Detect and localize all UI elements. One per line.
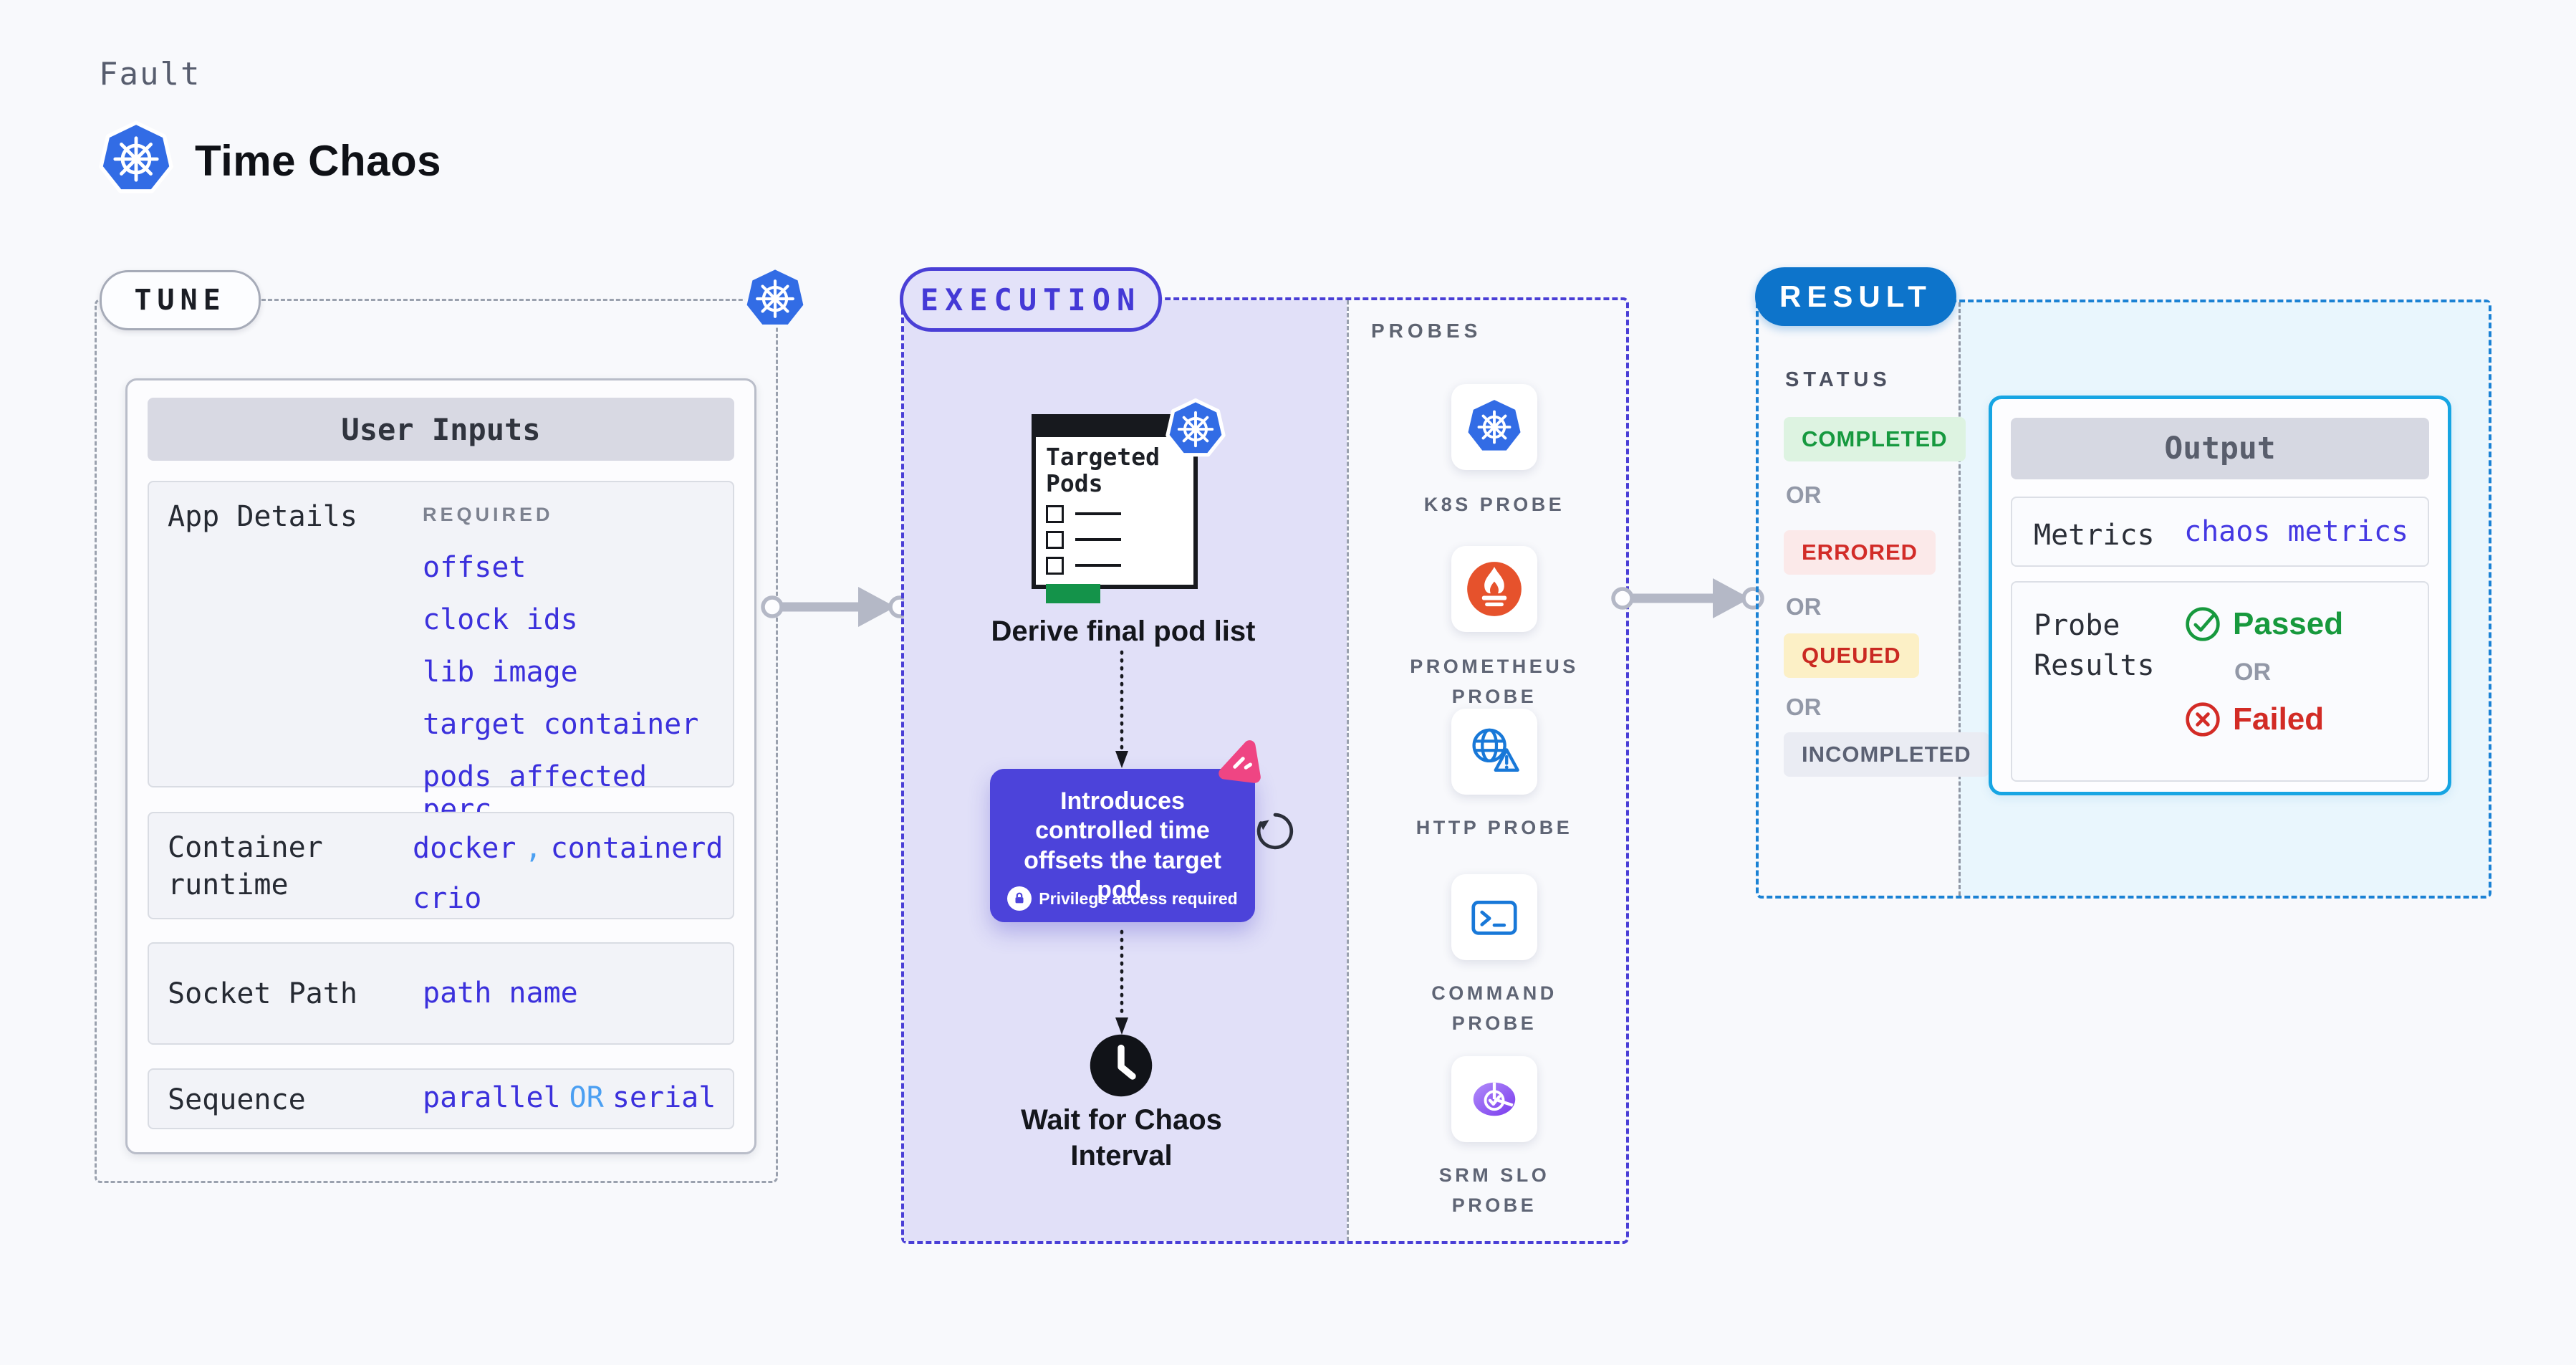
x-circle-icon	[2186, 702, 2220, 737]
litmus-logo-icon	[1219, 740, 1261, 783]
probe-caption-command: COMMAND PROBE	[1431, 982, 1557, 1034]
status-badge-queued: QUEUED	[1784, 633, 1919, 678]
status-badge-errored: ERRORED	[1784, 530, 1936, 575]
link-path-name[interactable]: path name	[423, 977, 578, 1010]
lock-icon	[1007, 886, 1032, 911]
list-line	[1075, 564, 1121, 567]
flow-arrow-tune-to-execution	[761, 587, 911, 627]
app-details-label: App Details	[168, 500, 357, 533]
clock-icon	[1090, 1034, 1153, 1097]
sequence-or: OR	[569, 1081, 604, 1114]
list-line	[1075, 512, 1121, 516]
probe-caption-k8s: K8S PROBE	[1423, 494, 1565, 515]
sequence-row: Sequence parallel OR serial	[148, 1068, 734, 1129]
checkbox-icon	[1046, 504, 1064, 523]
list-line	[1075, 538, 1121, 542]
link-crio[interactable]: crio	[413, 882, 482, 915]
chaos-callout: Introduces controlled time offsets the t…	[990, 769, 1255, 922]
probe-results-label: Probe Results	[2034, 609, 2155, 682]
loop-refresh-icon	[1256, 813, 1294, 850]
checkbox-icon	[1046, 556, 1064, 575]
probe-card-srm-slo	[1451, 1056, 1537, 1142]
page-title: Time Chaos	[195, 137, 441, 185]
metrics-row: Metrics chaos metrics	[2011, 497, 2429, 567]
globe-alert-icon	[1472, 728, 1519, 772]
pod-list-item	[1046, 530, 1183, 549]
user-inputs-header: User Inputs	[148, 398, 734, 461]
link-containerd[interactable]: containerd	[550, 832, 724, 865]
failed-text: Failed	[2233, 701, 2325, 737]
check-circle-icon	[2186, 607, 2220, 641]
passed-text: Passed	[2233, 606, 2344, 641]
result-badge: RESULT	[1755, 267, 1956, 326]
container-runtime-label: Container runtime	[168, 831, 323, 901]
terminal-icon	[1471, 900, 1517, 935]
pod-list-item	[1046, 556, 1183, 575]
sequence-label: Sequence	[168, 1083, 306, 1116]
output-card: Output Metrics chaos metrics Probe Resul…	[1989, 396, 2451, 795]
step-derive-pod-list: Derive final pod list	[991, 616, 1256, 647]
targeted-pods-title: Targeted Pods	[1046, 443, 1160, 497]
checkbox-icon	[1046, 530, 1064, 549]
container-runtime-row: Container runtime docker , containerd cr…	[148, 812, 734, 919]
targeted-pods-window: Targeted Pods	[1032, 414, 1198, 603]
probe-card-k8s	[1451, 384, 1537, 470]
user-inputs-card: User Inputs App Details REQUIRED offset …	[125, 378, 756, 1154]
kubernetes-icon	[743, 266, 807, 328]
slo-pie-check-icon	[1473, 1082, 1516, 1116]
link-serial[interactable]: serial	[612, 1081, 716, 1114]
socket-path-label: Socket Path	[168, 977, 357, 1010]
progress-bar	[1046, 583, 1100, 603]
callout-text: Introduces controlled time offsets the t…	[1024, 787, 1221, 904]
dotted-arrow-down-icon	[1115, 650, 1128, 768]
probe-results-row: Probe Results Passed OR Faile	[2011, 581, 2429, 782]
runtime-separator: ,	[524, 832, 542, 865]
link-chaos-metrics[interactable]: chaos metrics	[2184, 515, 2409, 548]
privilege-note: Privilege access required	[1039, 889, 1238, 908]
output-header: Output	[2011, 418, 2429, 479]
link-parallel[interactable]: parallel	[423, 1081, 561, 1114]
probe-card-prometheus	[1451, 546, 1537, 632]
socket-path-row: Socket Path path name	[148, 942, 734, 1045]
execution-probes-divider	[1347, 300, 1349, 1241]
flow-arrow-execution-to-result	[1611, 578, 1764, 618]
status-badge-completed: COMPLETED	[1784, 417, 1966, 461]
step-wait-interval: Wait for Chaos Interval	[1021, 1104, 1222, 1172]
tune-badge: TUNE	[100, 270, 261, 330]
kubernetes-icon	[99, 120, 173, 193]
probes-label: PROBES	[1371, 320, 1482, 342]
kubernetes-icon	[1166, 398, 1226, 457]
probe-caption-srm-slo: SRM SLO PROBE	[1438, 1164, 1550, 1216]
result-status-divider	[1959, 302, 1961, 896]
probe-card-http	[1451, 709, 1537, 795]
probe-caption-prometheus: PROMETHEUS PROBE	[1410, 656, 1579, 707]
kubernetes-icon	[1468, 400, 1521, 451]
link-lib-image[interactable]: lib image	[423, 656, 578, 689]
execution-badge: EXECUTION	[900, 267, 1162, 332]
link-target-container[interactable]: target container	[423, 708, 699, 741]
pod-list-item	[1046, 504, 1183, 523]
status-label: STATUS	[1785, 368, 1891, 391]
tune-section	[95, 299, 778, 1183]
fault-kicker: Fault	[99, 56, 201, 92]
dotted-arrow-down-icon	[1115, 929, 1128, 1035]
status-or: OR	[1786, 593, 1822, 620]
probe-results-or: OR	[2234, 658, 2271, 686]
status-or: OR	[1786, 482, 1822, 508]
prometheus-icon	[1467, 562, 1522, 616]
status-or: OR	[1786, 694, 1822, 720]
status-badge-incompleted: INCOMPLETED	[1784, 732, 1989, 777]
probe-caption-http: HTTP PROBE	[1416, 817, 1573, 838]
link-offset[interactable]: offset	[423, 551, 527, 584]
probe-card-command	[1451, 874, 1537, 960]
metrics-label: Metrics	[2034, 519, 2155, 552]
app-details-row: App Details REQUIRED offset clock ids li…	[148, 481, 734, 826]
required-tag: REQUIRED	[423, 504, 554, 525]
link-clock-ids[interactable]: clock ids	[423, 603, 578, 636]
link-docker[interactable]: docker	[413, 832, 516, 865]
